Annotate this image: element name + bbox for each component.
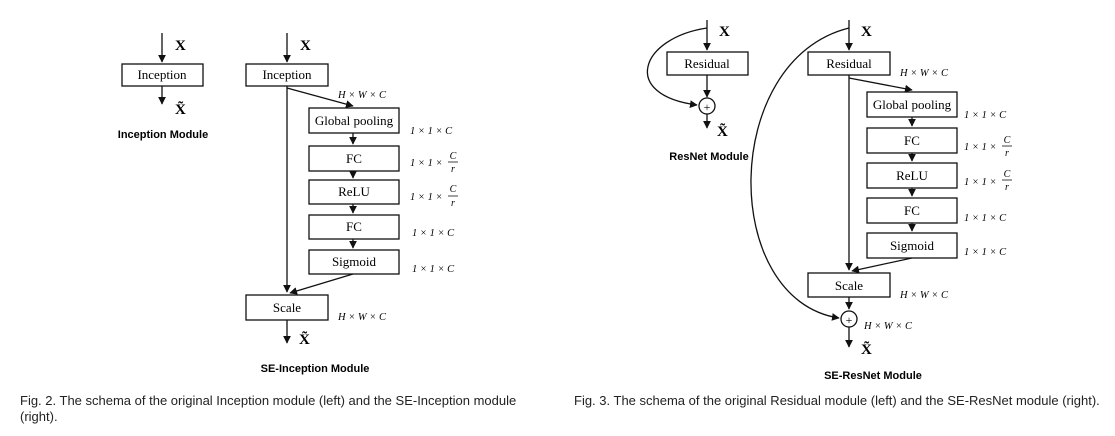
fig3-plain-input-label: X (719, 24, 730, 40)
fig3-merge-arrow (851, 257, 913, 274)
fig3-relu-frac-num: C (1004, 169, 1011, 180)
fig2-relu-label: ReLU (338, 184, 370, 199)
fig3-plain-identity-curve (646, 27, 708, 108)
fig2-relu-frac-num: C (450, 184, 457, 195)
fig3-global-pooling-box (866, 91, 958, 118)
fig2-fc2-label: FC (346, 219, 362, 234)
fig2-global-pooling-label: Global pooling (315, 113, 394, 128)
fig2-sigmoid-label: Sigmoid (332, 254, 377, 269)
fig3-fc1-dim: 1 × 1 × (964, 142, 997, 153)
fig3-se-resnet-module (750, 20, 958, 348)
fig3-resnet-module (646, 20, 749, 129)
fig2-relu-box (308, 179, 400, 205)
fig3-plain-add-symbol: + (704, 100, 711, 114)
fig3-relu-frac-den: r (1005, 182, 1009, 193)
fig3-fc2-box (866, 197, 958, 224)
fig3-se-residual-label: Residual (826, 56, 872, 71)
fig2-relu-frac-den: r (451, 198, 455, 209)
fig2-se-title: SE-Inception Module (261, 363, 370, 375)
fig2-caption: Fig. 2. The schema of the original Incep… (20, 393, 517, 424)
fig2-merge-arrow (289, 273, 354, 295)
fig2-fc1-dim: 1 × 1 × (410, 158, 443, 169)
fig2-global-pooling-box (308, 107, 400, 134)
fig3-branch-arrow (848, 77, 913, 93)
fig2-scale-label: Scale (273, 300, 301, 315)
fig3-fc1-box (866, 127, 958, 154)
fig2-se-inception-label: Inception (262, 67, 312, 82)
fig3-se-output-label: X̃ (861, 341, 872, 358)
fig3-global-pooling-label: Global pooling (873, 97, 952, 112)
fig3-scale-dim: H × W × C (899, 290, 949, 301)
fig3-relu-dim: 1 × 1 × (964, 177, 997, 188)
fig3-residual-dim: H × W × C (899, 68, 949, 79)
fig2-sigmoid-dim: 1 × 1 × C (412, 264, 455, 275)
fig2-se-inception-module (245, 33, 400, 344)
fig3-plain-output-label: X̃ (717, 123, 728, 140)
fig3-se-input-label: X (861, 24, 872, 40)
fig3-fc1-frac-den: r (1005, 148, 1009, 159)
fig3-plain-residual-label: Residual (684, 56, 730, 71)
fig2-se-input-label: X (300, 38, 311, 54)
fig3-fc1-label: FC (904, 133, 920, 148)
fig2-fc1-frac-num: C (450, 151, 457, 162)
fig2-plain-output-label: X̃ (175, 101, 186, 118)
fig3-sigmoid-dim: 1 × 1 × C (964, 247, 1007, 258)
fig2-fc1-box (308, 145, 400, 172)
fig2-fc2-dim: 1 × 1 × C (412, 228, 455, 239)
fig2-inception-dim: H × W × C (337, 90, 387, 101)
fig2-scale-box (245, 294, 329, 321)
fig3-caption: Fig. 3. The schema of the original Resid… (574, 393, 1100, 408)
fig2-relu-dim: 1 × 1 × (410, 192, 443, 203)
fig3-sigmoid-label: Sigmoid (890, 238, 935, 253)
fig2-global-pooling-dim: 1 × 1 × C (410, 126, 453, 137)
fig3-add-dim: H × W × C (863, 321, 913, 332)
fig3-plain-title: ResNet Module (669, 151, 748, 163)
fig2-fc1-label: FC (346, 151, 362, 166)
fig3-global-pooling-dim: 1 × 1 × C (964, 110, 1007, 121)
fig2-plain-title: Inception Module (118, 129, 208, 141)
fig2-plain-input-label: X (175, 38, 186, 54)
fig3-fc1-frac-num: C (1004, 135, 1011, 146)
fig2-sigmoid-box (308, 249, 400, 275)
fig2-inception-module (121, 33, 204, 105)
fig3-se-title: SE-ResNet Module (824, 370, 922, 382)
fig2-fc2-box (308, 214, 400, 240)
fig3-identity-curve (750, 27, 850, 321)
fig2-fc1-frac-den: r (451, 164, 455, 175)
fig3-scale-box (807, 272, 891, 298)
fig2-branch-arrow (286, 87, 354, 108)
fig3-fc2-dim: 1 × 1 × C (964, 213, 1007, 224)
fig2-scale-dim: H × W × C (337, 312, 387, 323)
fig2-plain-inception-label: Inception (137, 67, 187, 82)
fig2-se-output-label: X̃ (299, 331, 310, 348)
fig3-relu-label: ReLU (896, 168, 928, 183)
fig3-fc2-label: FC (904, 203, 920, 218)
fig3-scale-label: Scale (835, 278, 863, 293)
fig3-add-symbol: + (846, 313, 853, 327)
